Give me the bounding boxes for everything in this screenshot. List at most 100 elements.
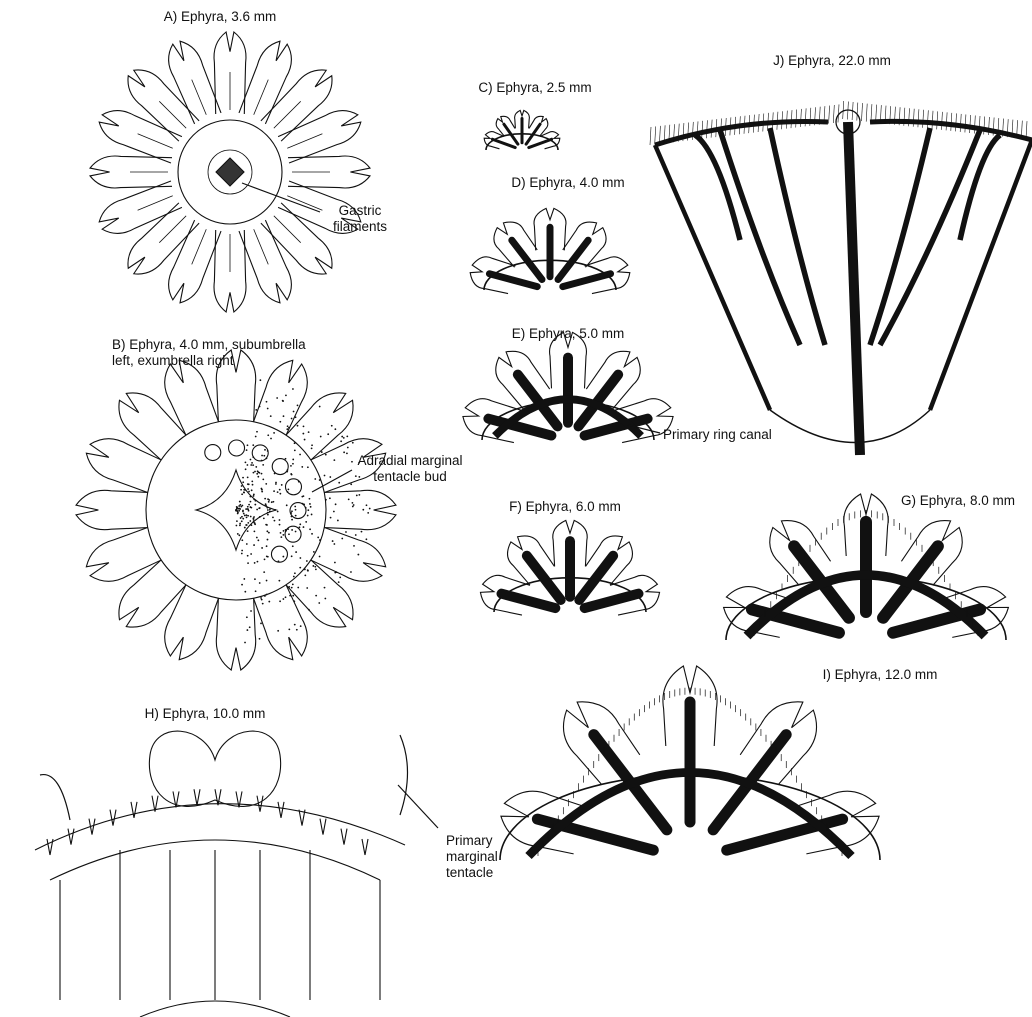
exumbrella-dot <box>293 411 295 413</box>
exumbrella-dot <box>250 610 252 612</box>
exumbrella-dot <box>303 425 305 427</box>
exumbrella-dot <box>291 418 293 420</box>
exumbrella-dot <box>277 511 279 513</box>
exumbrella-dot <box>264 449 266 451</box>
exumbrella-dot <box>250 516 252 518</box>
exumbrella-dot <box>267 509 269 511</box>
exumbrella-dot <box>287 528 289 530</box>
exumbrella-dot <box>292 459 294 461</box>
tentacle-bud <box>320 819 326 835</box>
exumbrella-dot <box>300 625 302 627</box>
exumbrella-dot <box>236 525 238 527</box>
exumbrella-dot <box>245 524 247 526</box>
exumbrella-dot <box>250 553 252 555</box>
exumbrella-dot <box>236 509 238 511</box>
exumbrella-dot <box>307 515 309 517</box>
exumbrella-dot <box>287 469 289 471</box>
marginal-tentacle <box>937 111 938 129</box>
exumbrella-dot <box>249 520 251 522</box>
lappet <box>99 181 182 233</box>
exumbrella-dot <box>257 476 259 478</box>
radial-canal <box>159 216 186 243</box>
exumbrella-dot <box>279 600 281 602</box>
exumbrella-dot <box>304 439 306 441</box>
exumbrella-dot <box>315 595 317 597</box>
exumbrella-dot <box>253 494 255 496</box>
tentacle-bud <box>131 802 137 818</box>
lappet <box>169 220 221 303</box>
exumbrella-dot <box>248 491 250 493</box>
gastric-pouch <box>205 445 221 461</box>
exumbrella-dot <box>292 595 294 597</box>
panel-I-title: I) Ephyra, 12.0 mm <box>790 667 970 683</box>
annotation-primary-ring-canal: Primary ring canal <box>663 427 813 443</box>
exumbrella-dot <box>309 498 311 500</box>
exumbrella-dot <box>311 444 313 446</box>
exumbrella-dot <box>259 638 261 640</box>
marginal-tentacle <box>791 110 792 128</box>
exumbrella-dot <box>267 514 269 516</box>
lappet <box>216 598 255 670</box>
exumbrella-dot <box>275 509 277 511</box>
exumbrella-dot <box>285 596 287 598</box>
exumbrella-dot <box>361 531 363 533</box>
exumbrella-dot <box>318 602 320 604</box>
exumbrella-dot <box>255 466 257 468</box>
exumbrella-dot <box>297 587 299 589</box>
tentacle-bud <box>110 810 116 826</box>
exumbrella-dot <box>333 459 335 461</box>
exumbrella-dot <box>306 560 308 562</box>
exumbrella-dot <box>243 513 245 515</box>
exumbrella-dot <box>281 484 283 486</box>
exumbrella-dot <box>290 512 292 514</box>
exumbrella-dot <box>295 531 297 533</box>
exumbrella-dot <box>255 409 257 411</box>
exumbrella-dot <box>283 415 285 417</box>
marginal-tentacle <box>923 110 924 128</box>
exumbrella-dot <box>254 523 256 525</box>
exumbrella-dot <box>260 623 262 625</box>
branching-canal <box>770 128 825 345</box>
radial-canal <box>489 274 537 287</box>
marginal-tentacle <box>956 113 957 131</box>
exumbrella-dot <box>280 532 282 534</box>
exumbrella-dot <box>278 580 280 582</box>
exumbrella-dot <box>299 454 301 456</box>
exumbrella-dot <box>279 493 281 495</box>
exumbrella-dot <box>310 506 312 508</box>
exumbrella-dot <box>325 454 327 456</box>
exumbrella-dot <box>293 600 295 602</box>
lappet <box>239 41 291 124</box>
exumbrella-dot <box>324 587 326 589</box>
marginal-tentacle <box>843 101 844 119</box>
exumbrella-dot <box>301 496 303 498</box>
exumbrella-dot <box>303 504 305 506</box>
exumbrella-dot <box>253 495 255 497</box>
exumbrella-dot <box>291 516 293 518</box>
exumbrella-dot <box>266 594 268 596</box>
exumbrella-dot <box>239 501 241 503</box>
bell-side <box>60 880 380 1000</box>
exumbrella-dot <box>288 586 290 588</box>
exumbrella-dot <box>269 509 271 511</box>
exumbrella-dot <box>238 505 240 507</box>
exumbrella-dot <box>247 506 249 508</box>
exumbrella-dot <box>290 465 292 467</box>
exumbrella-dot <box>295 551 297 553</box>
radial-canal <box>254 229 269 264</box>
exumbrella-dot <box>279 489 281 491</box>
exumbrella-dot <box>270 415 272 417</box>
exumbrella-dot <box>317 537 319 539</box>
exumbrella-dot <box>335 571 337 573</box>
exumbrella-dot <box>356 495 358 497</box>
exumbrella-dot <box>265 505 267 507</box>
marginal-tentacle <box>946 112 947 130</box>
bell-base <box>140 1001 290 1017</box>
ephyra-J-drawing <box>650 101 1032 455</box>
exumbrella-dot <box>257 561 259 563</box>
exumbrella-dot <box>266 530 268 532</box>
marginal-tentacle <box>941 112 942 130</box>
exumbrella-dot <box>243 578 245 580</box>
exumbrella-dot <box>251 480 253 482</box>
exumbrella-dot <box>294 572 296 574</box>
